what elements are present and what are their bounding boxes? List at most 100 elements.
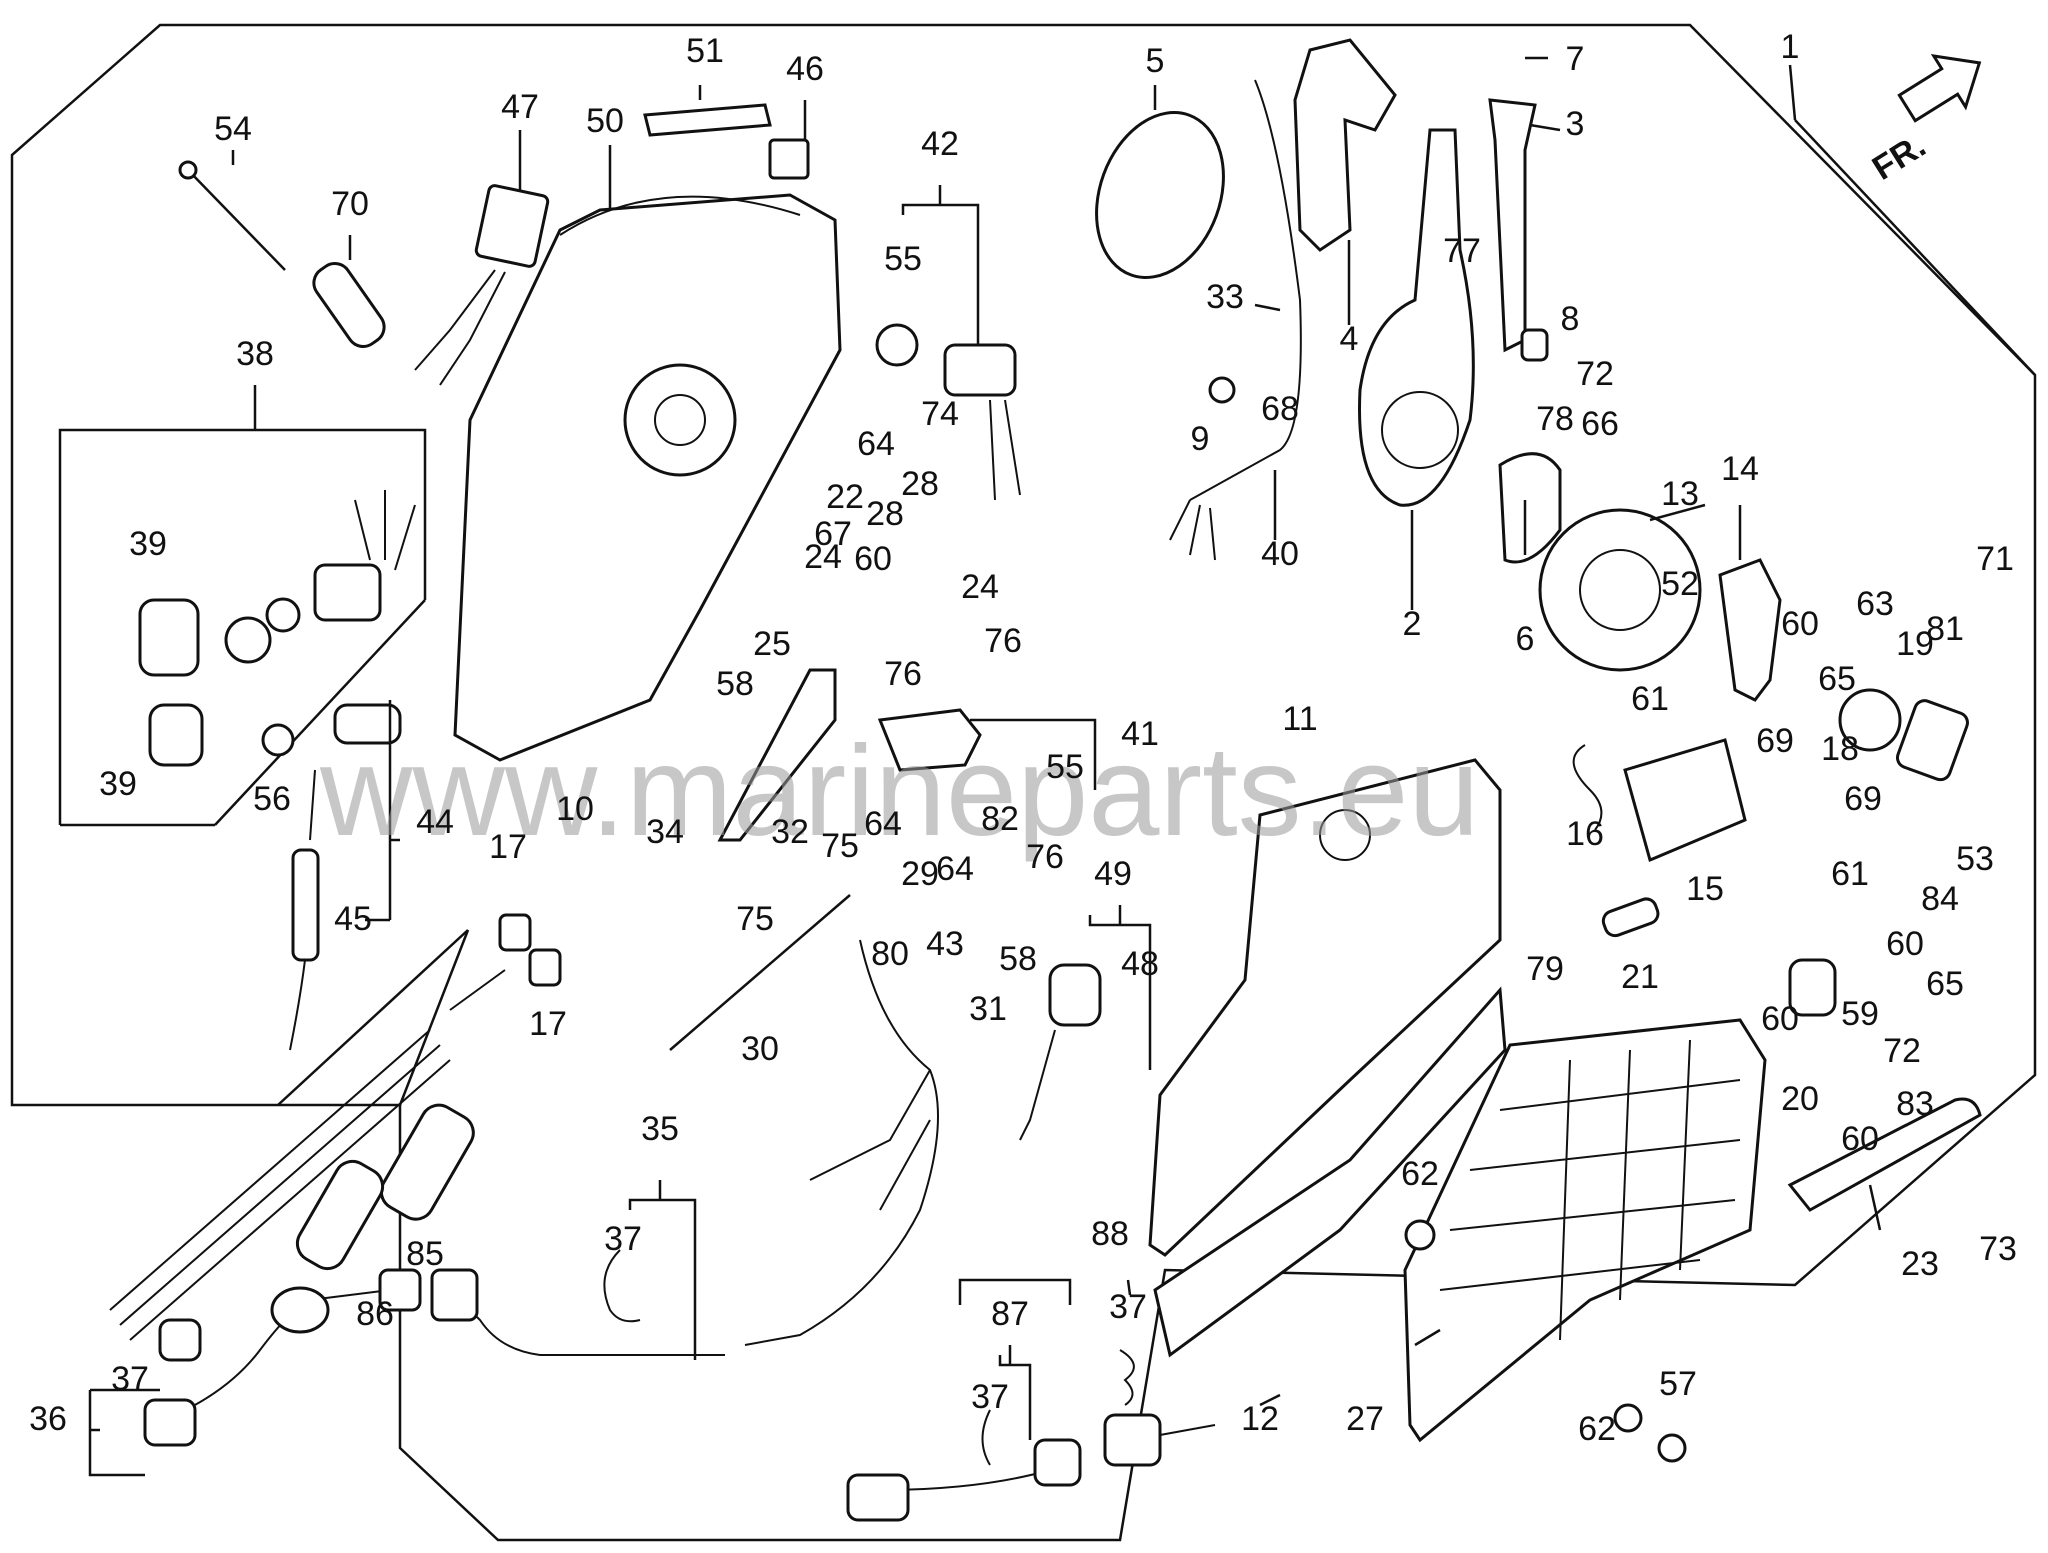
- spring-37-upper-part: [1119, 1349, 1135, 1406]
- callout-88: 88: [1091, 1215, 1129, 1253]
- rod-30-part: [669, 894, 851, 1051]
- callout-24-1: 24: [804, 538, 842, 576]
- spring-clip-part: [1572, 744, 1603, 831]
- callout-28-2: 28: [866, 495, 904, 533]
- cap-strip-part: [643, 103, 772, 137]
- callout-62-1: 62: [1401, 1155, 1439, 1193]
- callout-24-2: 24: [961, 568, 999, 606]
- callout-52: 52: [1661, 565, 1699, 603]
- callout-5: 5: [1146, 42, 1165, 80]
- callout-31: 31: [969, 990, 1007, 1028]
- switch-wires: [414, 269, 506, 386]
- callout-68: 68: [1261, 390, 1299, 428]
- block-19-part: [1895, 699, 1969, 782]
- callout-37-1: 37: [111, 1360, 149, 1398]
- cam-part: [1498, 452, 1562, 564]
- callout-66: 66: [1581, 405, 1619, 443]
- part-8: [1520, 328, 1549, 362]
- part-49: [1048, 963, 1102, 1027]
- callout-41: 41: [1121, 715, 1159, 753]
- arm-23-part: [1787, 1097, 1982, 1212]
- long-bolt-part: [187, 169, 286, 271]
- callout-48: 48: [1121, 945, 1159, 983]
- callout-17-2: 17: [529, 1005, 567, 1043]
- clamp-86-part: [270, 1286, 330, 1334]
- plate-15-part: [1623, 738, 1747, 863]
- nut-57-part: [1657, 1433, 1687, 1463]
- callout-76-1: 76: [984, 622, 1022, 660]
- switch-part: [474, 184, 550, 268]
- callout-38: 38: [236, 335, 274, 373]
- callout-82: 82: [981, 800, 1019, 838]
- callout-40: 40: [1261, 535, 1299, 573]
- cable-36-connector: [143, 1398, 197, 1447]
- callout-8: 8: [1561, 300, 1580, 338]
- callout-72-1: 72: [1576, 355, 1614, 393]
- cable-36-connector-2: [378, 1268, 422, 1312]
- callout-37-2: 37: [604, 1220, 642, 1258]
- clip-part: [768, 138, 810, 180]
- callout-55-1: 55: [884, 240, 922, 278]
- callout-51: 51: [686, 32, 724, 70]
- callout-54: 54: [214, 110, 252, 148]
- washer-63-part: [1838, 688, 1902, 752]
- key-switch-42-nut: [875, 323, 919, 367]
- callout-65-1: 65: [1818, 660, 1856, 698]
- grille-27-part: [1403, 1018, 1767, 1443]
- callout-2: 2: [1403, 605, 1422, 643]
- watermark-text: www.marineparts.eu: [319, 720, 1480, 863]
- sleeve-85b-part: [295, 1159, 385, 1271]
- callout-35: 35: [641, 1110, 679, 1148]
- callout-44: 44: [416, 803, 454, 841]
- key-switch-part-2: [148, 703, 204, 767]
- key-switch-nut: [224, 616, 272, 664]
- callout-84: 84: [1921, 880, 1959, 918]
- callout-83: 83: [1896, 1085, 1934, 1123]
- callout-32: 32: [771, 813, 809, 851]
- part-9: [1208, 376, 1236, 404]
- callout-80: 80: [871, 935, 909, 973]
- callout-87: 87: [991, 1295, 1029, 1333]
- callout-1: 1: [1781, 28, 1800, 66]
- clip-37-lower-part: [981, 1409, 991, 1466]
- callout-37-4: 37: [1109, 1288, 1147, 1326]
- callout-39-1: 39: [129, 525, 167, 563]
- key-switch-wires: [354, 490, 416, 571]
- harness-35-branch: [809, 1069, 931, 1211]
- callout-71: 71: [1976, 540, 2014, 578]
- callout-67: 67: [814, 515, 852, 553]
- callout-37-3: 37: [971, 1378, 1009, 1416]
- part-17b: [528, 948, 562, 987]
- callout-23: 23: [1901, 1245, 1939, 1283]
- harness-87-connector-2: [1033, 1438, 1082, 1487]
- callout-60-3: 60: [1886, 925, 1924, 963]
- callout-28-1: 28: [901, 465, 939, 503]
- callout-55-2: 55: [1046, 748, 1084, 786]
- callout-29: 29: [901, 855, 939, 893]
- linkage-41-part: [877, 708, 982, 772]
- part-49-wire: [1019, 1029, 1056, 1141]
- lanyard-switch-part: [333, 703, 402, 745]
- nut-62a-part: [1404, 1219, 1436, 1251]
- sleeve-part: [312, 262, 386, 348]
- callout-27: 27: [1346, 1400, 1384, 1438]
- callout-4: 4: [1340, 320, 1359, 358]
- callout-56: 56: [253, 780, 291, 818]
- callout-43: 43: [926, 925, 964, 963]
- nut-62b-part: [1613, 1403, 1643, 1433]
- key-switch-42-body: [943, 343, 1017, 397]
- bracket-14-part: [1718, 558, 1782, 702]
- callout-6: 6: [1516, 620, 1535, 658]
- callout-36: 36: [29, 1400, 67, 1438]
- harness-88-wire: [1159, 1424, 1216, 1436]
- group-38-box: [58, 428, 427, 825]
- callout-76-2: 76: [884, 655, 922, 693]
- front-label: FR.: [1866, 126, 1933, 187]
- callout-25: 25: [753, 625, 791, 663]
- cable-bundle-part: [109, 969, 506, 1341]
- callout-73: 73: [1979, 1230, 2017, 1268]
- callout-45: 45: [334, 900, 372, 938]
- callout-7: 7: [1566, 40, 1585, 78]
- key-switch-washer: [265, 597, 301, 633]
- callout-75-1: 75: [736, 900, 774, 938]
